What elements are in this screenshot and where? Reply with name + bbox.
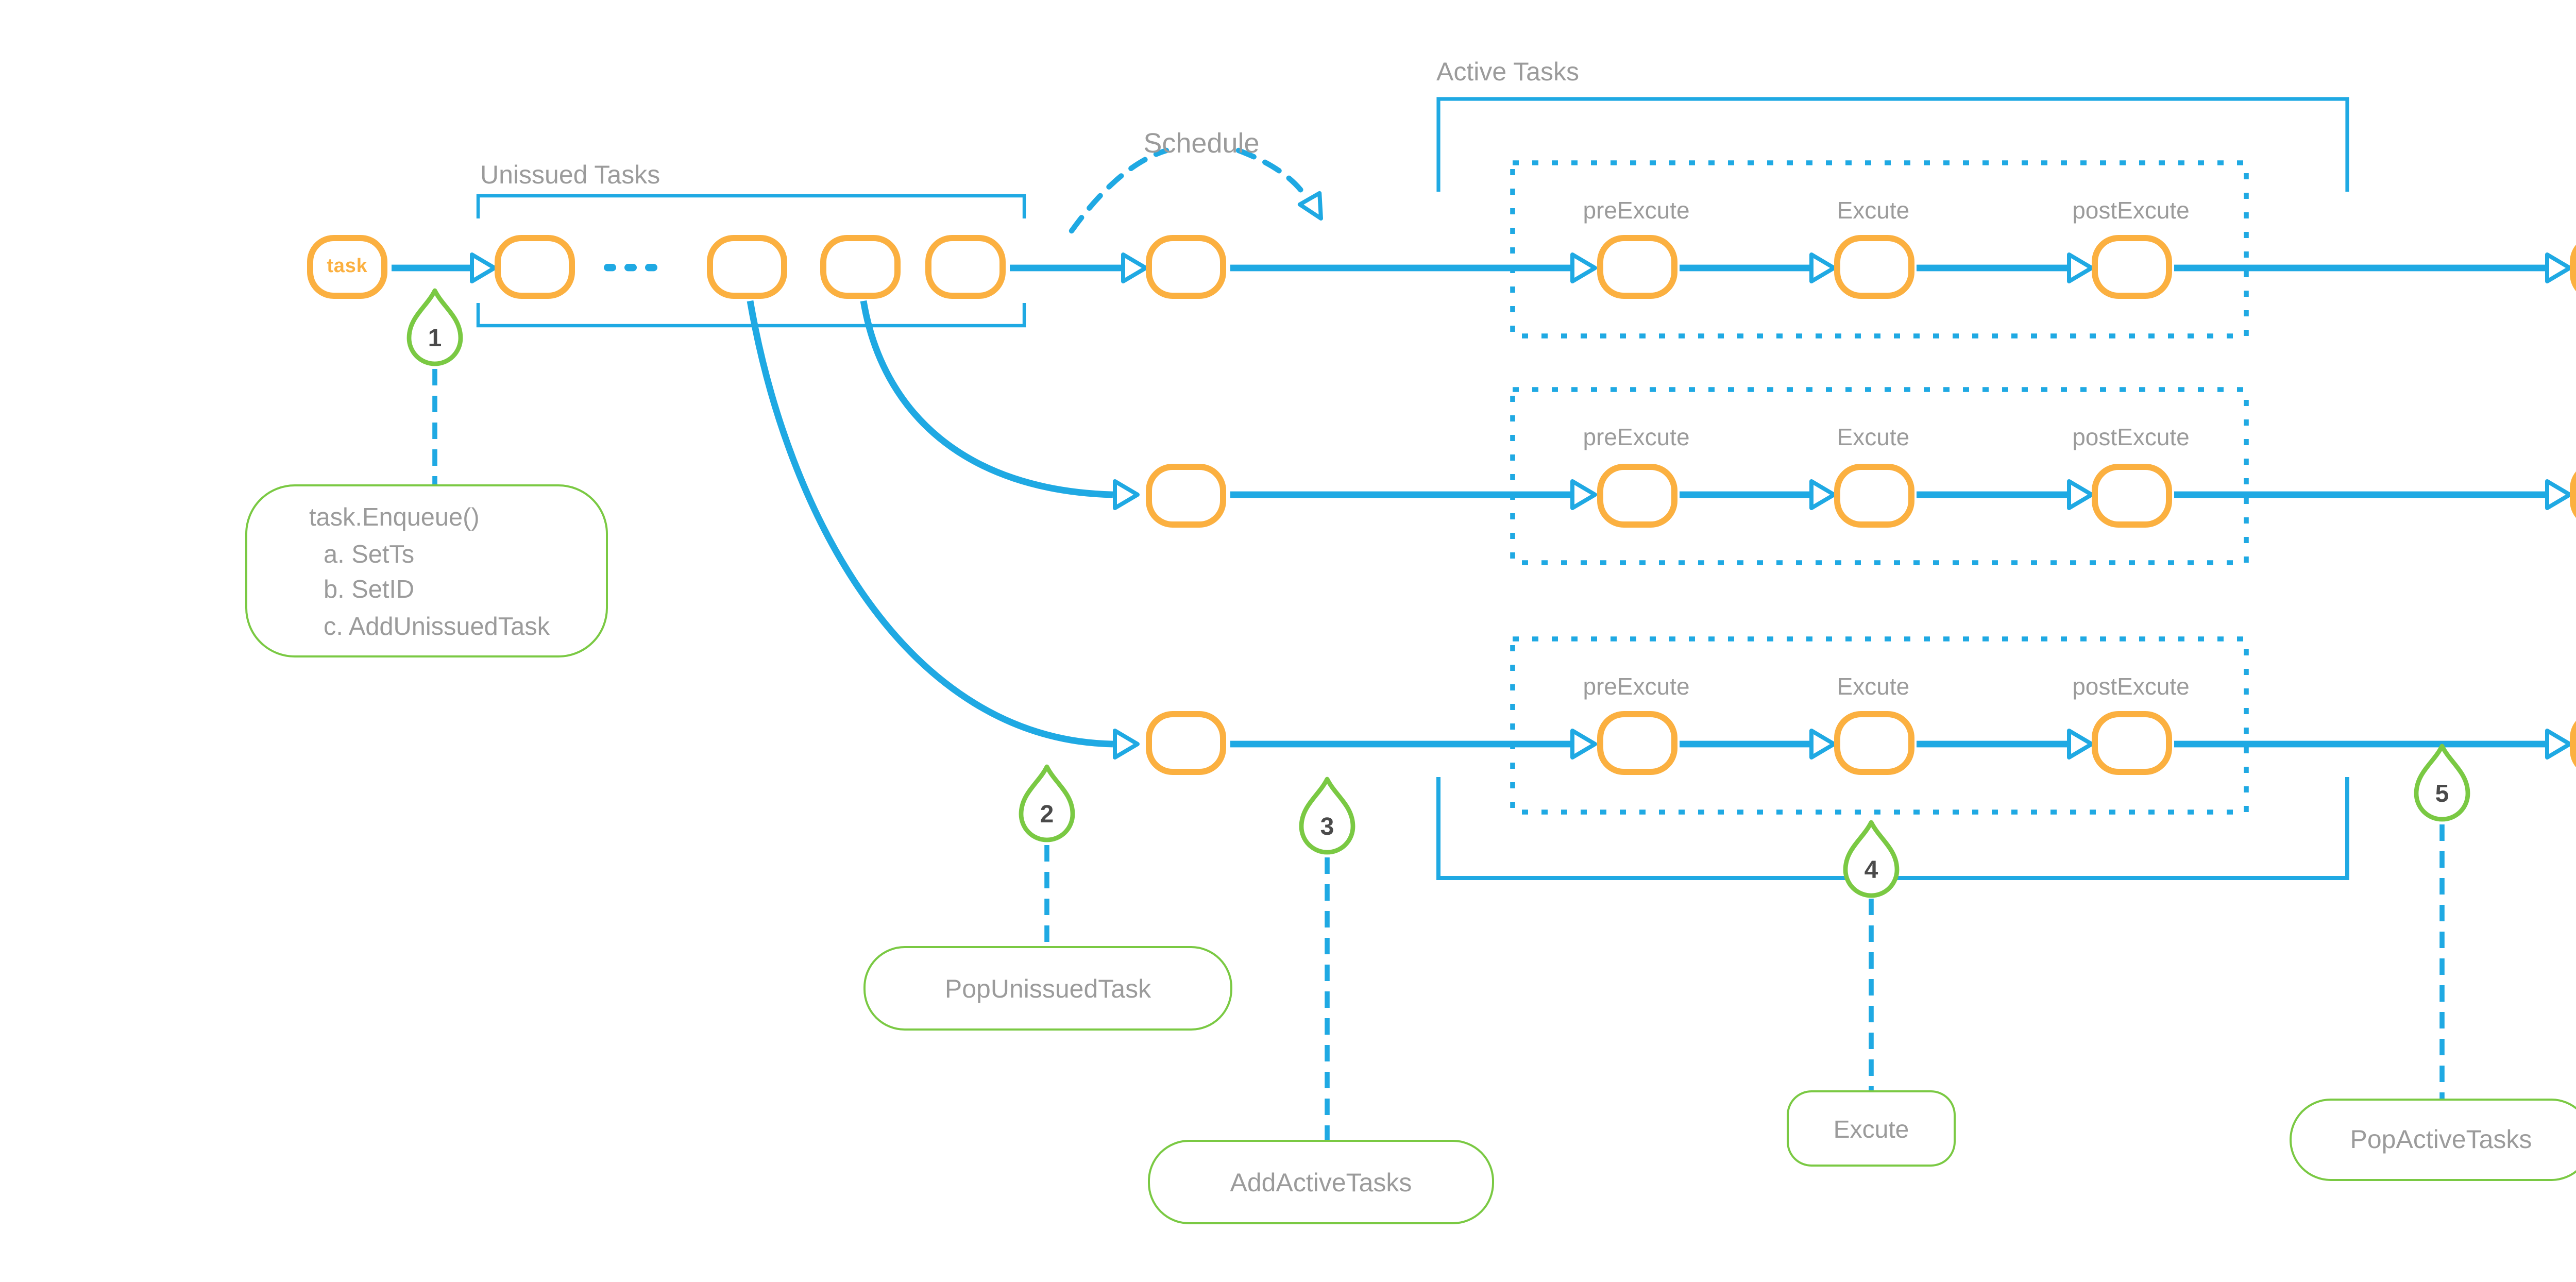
row3-preexcute-label: preExcute [1583,676,1690,701]
scheduled-node-row2 [1146,464,1226,528]
row2-excute-label: Excute [1837,427,1910,451]
queue-node-3 [820,235,901,299]
enqueue-note-line4: c. AddUnissuedTask [324,611,550,640]
preexcute-node-row1 [1597,235,1677,299]
pipeline-box-row1 [1510,160,2249,339]
marker-2-drop [1019,764,1075,842]
marker-leader-lines [432,369,2445,1140]
curve-queue-to-row2 [860,300,1113,498]
excute-node-row1 [1834,235,1914,299]
queue-node-1 [495,235,575,299]
pipeline-box-row3 [1510,636,2249,815]
row1-excute-label: Excute [1837,200,1910,225]
excute-node-row2 [1834,464,1914,528]
pop-unissued-task-box: PopUnissuedTask [863,946,1232,1031]
postexcute-node-row1 [2092,235,2172,299]
arrowheads [470,191,2572,760]
curve-queue-to-row3 [747,300,1113,748]
active-tasks-label: Active Tasks [1436,58,1579,87]
scheduled-node-row3 [1146,711,1226,775]
enqueue-note-line1: task.Enqueue() [309,503,480,532]
pop-unissued-task-label: PopUnissuedTask [944,974,1151,1003]
queue-node-2 [707,235,787,299]
schedule-arc-right [1235,147,1310,201]
excute-note-box: Excute [1787,1090,1956,1167]
add-active-tasks-box: AddActiveTasks [1148,1140,1494,1224]
scheduled-node-row1 [1146,235,1226,299]
step-markers [406,288,2470,898]
row1-preexcute-label: preExcute [1583,200,1690,225]
queue-ellipsis-icon [604,264,657,272]
add-active-tasks-label: AddActiveTasks [1230,1168,1412,1196]
preexcute-node-row3 [1597,711,1677,775]
pop-active-tasks-label: PopActiveTasks [2350,1125,2532,1154]
row3-excute-label: Excute [1837,676,1910,701]
queue-node-4 [925,235,1006,299]
enqueue-note-line2: a. SetTs [324,539,415,568]
postexcute-node-row2 [2092,464,2172,528]
marker-1-drop [406,288,463,366]
task-node: task [307,235,387,299]
excute-note-label: Excute [1833,1114,1909,1143]
marker-4-drop [1843,820,1900,898]
marker-2-number: 2 [1040,800,1054,829]
marker-3-drop [1299,777,1355,855]
enqueue-note-box: task.Enqueue() a. SetTs b. SetID c. AddU… [245,484,608,657]
row2-preexcute-label: preExcute [1583,427,1690,451]
marker-1-number: 1 [428,324,442,352]
enqueue-note-line3: b. SetID [324,575,415,604]
schedule-arc-left [1069,147,1170,234]
unissued-tasks-bracket-bottom [476,303,1026,328]
excute-node-row3 [1834,711,1914,775]
marker-5-drop [2414,744,2470,822]
pop-active-tasks-box: PopActiveTasks [2290,1099,2576,1181]
preexcute-node-row2 [1597,464,1677,528]
schedule-arrowhead [1297,191,1323,221]
row3-postexcute-label: postExcute [2072,676,2190,701]
pipeline-box-row2 [1510,387,2249,565]
schedule-label: Schedule [1143,128,1260,159]
postexcute-node-row3 [2092,711,2172,775]
task-node-label: task [327,256,368,278]
unissued-tasks-label: Unissued Tasks [480,161,660,190]
marker-4-number: 4 [1864,855,1878,884]
active-tasks-bracket-top [1436,97,2349,192]
marker-5-number: 5 [2435,779,2449,808]
row2-postexcute-label: postExcute [2072,427,2190,451]
row1-postexcute-label: postExcute [2072,200,2190,225]
unissued-tasks-bracket-top [476,194,1026,218]
marker-3-number: 3 [1320,812,1334,841]
